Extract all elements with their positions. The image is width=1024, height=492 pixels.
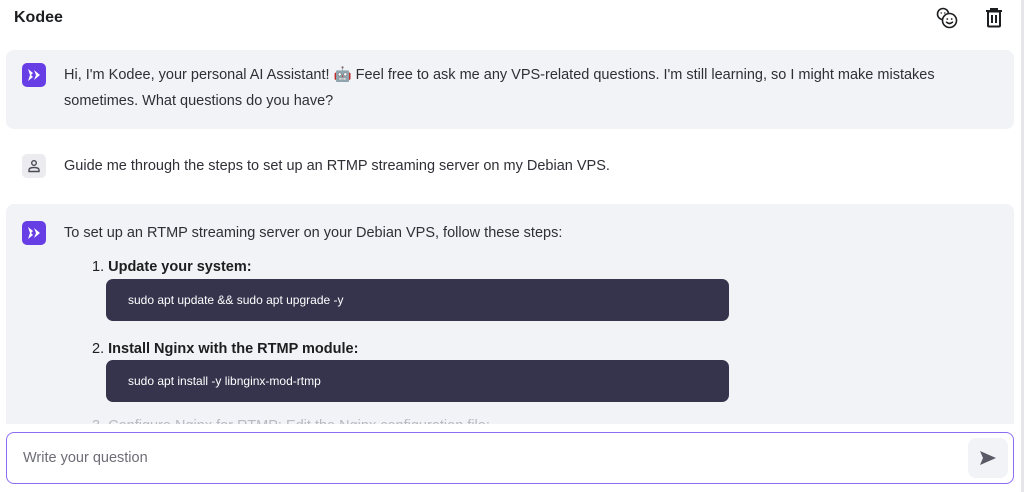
user-icon <box>28 160 40 173</box>
clear-chat-button[interactable] <box>981 5 1007 31</box>
code-block[interactable]: sudo apt install -y libnginx-mod-rtmp <box>106 360 729 402</box>
user-message: Guide me through the steps to set up an … <box>6 146 1014 186</box>
chat-title: Kodee <box>14 9 63 26</box>
question-input[interactable] <box>23 447 923 469</box>
kodee-logo-icon <box>28 69 40 81</box>
chat-header: Kodee <box>0 0 1020 36</box>
truncated-step: 3. Configure Nginx for RTMP: Edit the Ng… <box>92 418 490 424</box>
chat-messages[interactable]: Hi, I'm Kodee, your personal AI Assistan… <box>0 36 1020 424</box>
user-avatar <box>22 154 46 178</box>
message-intro: To set up an RTMP streaming server on yo… <box>64 225 563 241</box>
step-number: 2. <box>92 341 105 357</box>
message-line: Hi, I'm Kodee, your personal AI Assistan… <box>64 67 935 83</box>
step-title: Install Nginx with the RTMP module: <box>108 341 359 357</box>
trash-icon <box>986 8 1002 28</box>
step-heading: 1. Update your system: <box>92 259 252 275</box>
step-heading: 2. Install Nginx with the RTMP module: <box>92 341 358 357</box>
kodee-avatar <box>22 221 46 245</box>
emoji-faces-icon <box>936 7 958 29</box>
assistant-message: Hi, I'm Kodee, your personal AI Assistan… <box>6 50 1014 129</box>
emoji-feedback-button[interactable] <box>934 5 960 31</box>
message-text: Hi, I'm Kodee, your personal AI Assistan… <box>64 62 935 114</box>
send-icon <box>980 451 996 465</box>
message-line: sometimes. What questions do you have? <box>64 93 334 109</box>
message-text: Guide me through the steps to set up an … <box>64 158 610 174</box>
step-title: Update your system: <box>108 259 252 275</box>
code-block[interactable]: sudo apt update && sudo apt upgrade -y <box>106 279 729 321</box>
assistant-message: To set up an RTMP streaming server on yo… <box>6 204 1014 424</box>
kodee-avatar <box>22 63 46 87</box>
step-number: 1. <box>92 259 105 275</box>
question-composer <box>6 432 1014 484</box>
kodee-logo-icon <box>28 227 40 239</box>
scrollbar-track[interactable] <box>1021 0 1024 492</box>
send-button[interactable] <box>968 438 1008 478</box>
